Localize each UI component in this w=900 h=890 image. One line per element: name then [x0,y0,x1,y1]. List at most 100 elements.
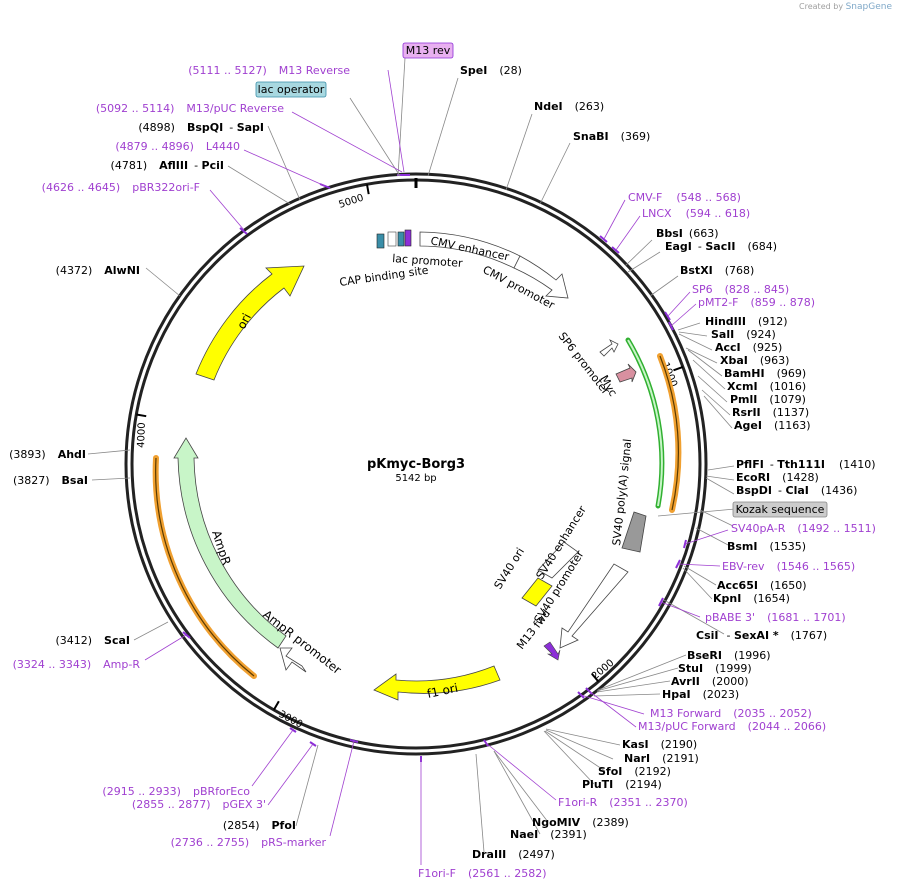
svg-text:(4626 .. 4645)pBR322ori-F: (4626 .. 4645)pBR322ori-F [42,181,200,194]
enzyme-name: EcoRI [736,471,770,484]
svg-text:KpnI(1654): KpnI(1654) [713,592,790,605]
enzyme-name: BspDI [736,484,772,497]
enzyme-name: XbaI [720,354,748,367]
primer-name: CMV-F [628,191,662,204]
primer-range: (548 .. 568) [676,191,741,204]
primer-name: pMT2-F [698,296,739,309]
enzyme-name: SfoI [598,765,622,778]
tick-label-3000: 3000 [277,709,305,731]
enzyme-pos: (1163) [774,419,811,432]
svg-text:HpaI(2023): HpaI(2023) [662,688,739,701]
feature-ampr [173,437,287,649]
svg-text:(4879 .. 4896)L4440: (4879 .. 4896)L4440 [115,140,240,153]
enzyme-pos: (4781) [111,159,148,172]
enzyme-name2: SacII [705,240,735,253]
primer-range: (5111 .. 5127) [188,64,267,77]
lac-operator-box [255,81,327,98]
enzyme-pos: (2023) [703,688,740,701]
enzyme-name: NaeI [510,828,538,841]
svg-text:SP6(828 .. 845): SP6 (828 .. 845) [692,283,789,296]
enzyme-name: StuI [678,662,703,675]
primer-name: pRS-marker [261,836,326,849]
snapgene-logo: SnapGene [845,2,892,12]
svg-text:(2854)PfoI: (2854)PfoI [223,819,296,832]
svg-text:pMT2-F(859 .. 878): pMT2-F (859 .. 878) [698,296,815,309]
primer-name: M13/pUC Reverse [186,102,284,115]
primer-name: LNCX [642,207,672,220]
feature-cmv-promoter [513,255,569,299]
tick-group [136,184,684,711]
primer-labels: CMV-F(548 .. 568) LNCX(594 .. 618) SP6(8… [418,191,876,880]
primer-name: SP6 [692,283,713,296]
primer-range: (2351 .. 2370) [609,796,688,809]
svg-text:BbsI(663): BbsI(663) [656,227,719,240]
primer-range: (1492 .. 1511) [797,522,876,535]
enzyme-name2: SexAI * [734,629,779,642]
feature-ori [195,265,305,381]
kozak-box [732,501,828,518]
enzyme-pos: (912) [758,315,788,328]
enzyme-name: EagI [665,240,692,253]
m13-rev-label: M13 rev [406,44,451,57]
enzyme-name2: PciI [202,159,224,172]
label-cap-site: CAP binding site [339,264,430,289]
label-sv40-ori: SV40 ori [492,545,528,591]
svg-text:BseRI(1996): BseRI(1996) [687,649,771,662]
svg-text:NarI(2191): NarI(2191) [624,752,699,765]
svg-text:SpeI(28): SpeI(28) [460,64,522,77]
enzyme-name: NgoMIV [532,816,581,829]
enzyme-name: AgeI [734,419,762,432]
enzyme-pos: (2854) [223,819,260,832]
enzyme-pos: (369) [621,130,651,143]
tick-label-5000: 5000 [338,193,366,211]
enzyme-name: PluTI [582,778,613,791]
feature-f1-ori [373,665,501,701]
enzyme-name: KpnI [713,592,741,605]
scale-tick-3000 [272,700,280,711]
enzyme-pos: (2190) [661,738,698,751]
svg-text:SalI(924): SalI(924) [711,328,776,341]
label-f1-ori: f1 ori [426,681,460,701]
feature-cap-site [376,233,385,249]
svg-text:NdeI(263): NdeI(263) [534,100,604,113]
primer-range: (2044 .. 2066) [748,720,827,733]
enzyme-name: BstXI [680,264,713,277]
primer-range: (2915 .. 2933) [102,785,181,798]
svg-text:(2855 .. 2877)pGEX 3': (2855 .. 2877)pGEX 3' [132,798,266,811]
credit-text: Created by [799,2,844,11]
enzyme-pos: (4898) [138,121,175,134]
svg-text:NgoMIV(2389): NgoMIV(2389) [532,816,629,829]
primer-range: (1681 .. 1701) [767,611,846,624]
snapgene-credit: Created by SnapGene [799,2,892,12]
enzyme-pos: (1999) [715,662,752,675]
primer-name: pGEX 3' [222,798,266,811]
tick-label-4000: 4000 [136,422,148,448]
primer-range: (2561 .. 2582) [468,867,547,880]
primer-range: (1546 .. 1565) [777,560,856,573]
enzyme-name: XcmI [727,380,758,393]
primer-name: M13 Forward [650,707,721,720]
enzyme-name: PflFI [736,458,764,471]
svg-text:(3412)ScaI: (3412)ScaI [55,634,130,647]
svg-text:(5092 .. 5114)M13/pUC Reverse: (5092 .. 5114)M13/pUC Reverse [96,102,284,115]
enzyme-pos: (969) [777,367,807,380]
svg-text:(4781)AflIII- PciI: (4781)AflIII- PciI [111,159,224,172]
svg-text:(4372)AlwNI: (4372)AlwNI [56,264,140,277]
enzyme-pos: (2391) [550,828,587,841]
primer-range: (828 .. 845) [725,283,790,296]
svg-text:PmlI(1079): PmlI(1079) [730,393,806,406]
feature-sv40-ori [521,577,553,607]
svg-text:F1ori-F(2561 .. 2582): F1ori-F(2561 .. 2582) [418,867,547,880]
enzyme-name: Acc65I [717,579,758,592]
svg-text:Acc65I(1650): Acc65I(1650) [717,579,807,592]
plasmid-name: pKmyc-Borg3 [367,457,465,472]
enzyme-pos: (1137) [773,406,810,419]
enzyme-name: SpeI [460,64,487,77]
enzyme-name: AhdI [58,448,86,461]
enzyme-name: NarI [624,752,650,765]
primer-range: (859 .. 878) [751,296,816,309]
enzyme-name: DraIII [472,848,506,861]
svg-text:pBABE 3'(1681 .. 1701): pBABE 3'(1681 .. 1701) [705,611,846,624]
enzyme-name: NdeI [534,100,563,113]
primer-name: EBV-rev [722,560,765,573]
